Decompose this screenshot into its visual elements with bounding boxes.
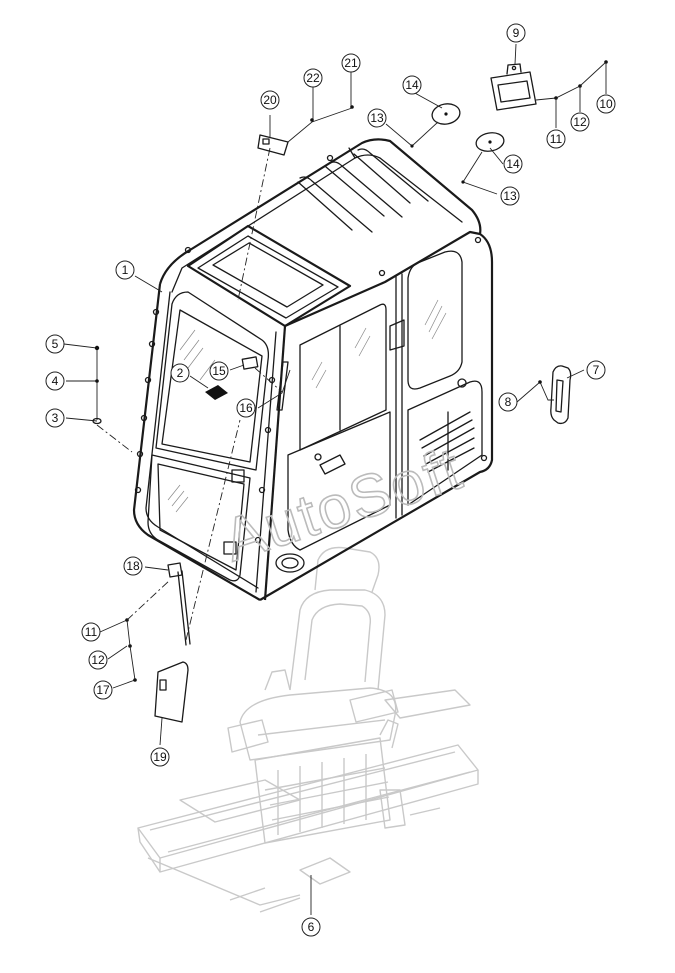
leader-lines bbox=[63, 43, 608, 915]
callout-6: 6 bbox=[301, 917, 321, 937]
svg-text:12: 12 bbox=[573, 115, 587, 129]
parts bbox=[154, 63, 572, 723]
svg-text:17: 17 bbox=[96, 683, 110, 697]
svg-text:16: 16 bbox=[239, 401, 253, 415]
svg-text:14: 14 bbox=[506, 157, 520, 171]
callout-12-top: 12 bbox=[570, 112, 590, 132]
svg-text:3: 3 bbox=[52, 411, 59, 425]
svg-text:18: 18 bbox=[126, 559, 140, 573]
callout-14-top: 14 bbox=[402, 75, 422, 95]
svg-text:1: 1 bbox=[122, 263, 129, 277]
svg-text:10: 10 bbox=[599, 97, 613, 111]
callout-12-left: 12 bbox=[88, 650, 108, 670]
callout-3: 3 bbox=[45, 408, 65, 428]
callout-17: 17 bbox=[93, 680, 113, 700]
svg-text:11: 11 bbox=[550, 132, 563, 146]
callout-1: 1 bbox=[115, 260, 135, 280]
svg-text:13: 13 bbox=[503, 189, 517, 203]
svg-text:8: 8 bbox=[505, 395, 512, 409]
callout-22: 22 bbox=[303, 68, 323, 88]
callout-2: 2 bbox=[170, 363, 190, 383]
callout-13-right: 13 bbox=[500, 186, 520, 206]
callout-11-left: 11 bbox=[81, 622, 101, 642]
callout-5: 5 bbox=[45, 334, 65, 354]
svg-text:13: 13 bbox=[370, 111, 384, 125]
callout-18: 18 bbox=[123, 556, 143, 576]
callout-19: 19 bbox=[150, 747, 170, 767]
cab-body bbox=[132, 138, 494, 601]
svg-text:12: 12 bbox=[91, 653, 105, 667]
seat-and-floor-ghost bbox=[137, 546, 479, 913]
svg-text:9: 9 bbox=[513, 26, 520, 40]
callout-10: 10 bbox=[596, 94, 616, 114]
svg-text:AutoSoft: AutoSoft bbox=[216, 434, 471, 574]
callout-4: 4 bbox=[45, 371, 65, 391]
svg-text:11: 11 bbox=[85, 625, 98, 639]
watermark: AutoSoft bbox=[215, 433, 471, 574]
callout-bubbles: 1 2 3 4 5 6 7 8 9 10 11 12 13 13 14 14 1… bbox=[45, 23, 616, 937]
svg-text:5: 5 bbox=[52, 337, 59, 351]
callout-20: 20 bbox=[260, 90, 280, 110]
callout-9: 9 bbox=[506, 23, 526, 43]
callout-15: 15 bbox=[209, 361, 229, 381]
callout-13-left: 13 bbox=[367, 108, 387, 128]
svg-text:6: 6 bbox=[308, 920, 315, 934]
svg-text:14: 14 bbox=[405, 78, 419, 92]
svg-text:20: 20 bbox=[263, 93, 277, 107]
callout-11-top: 11 bbox=[546, 129, 566, 149]
svg-text:19: 19 bbox=[153, 750, 167, 764]
callout-14-right: 14 bbox=[503, 154, 523, 174]
svg-text:7: 7 bbox=[593, 363, 600, 377]
svg-text:22: 22 bbox=[306, 71, 320, 85]
svg-text:15: 15 bbox=[212, 364, 226, 378]
callout-21: 21 bbox=[341, 53, 361, 73]
svg-text:2: 2 bbox=[177, 366, 184, 380]
callout-7: 7 bbox=[586, 360, 606, 380]
callout-8: 8 bbox=[498, 392, 518, 412]
callout-16: 16 bbox=[236, 398, 256, 418]
svg-text:4: 4 bbox=[52, 374, 59, 388]
svg-text:21: 21 bbox=[344, 56, 358, 70]
frame-bolts bbox=[134, 154, 488, 544]
